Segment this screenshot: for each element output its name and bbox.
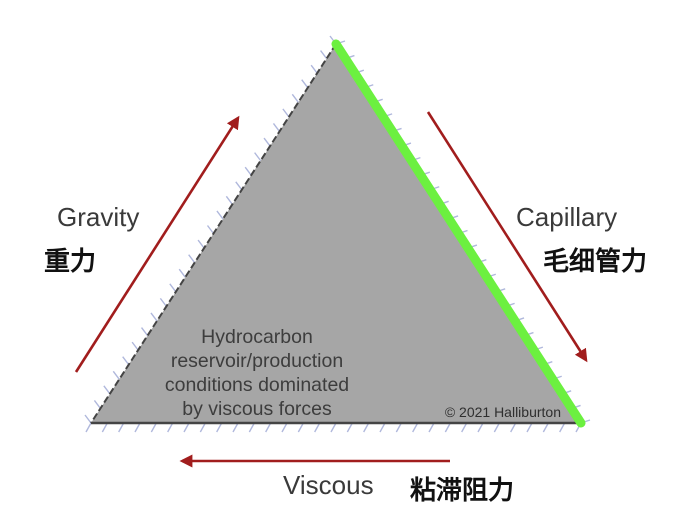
hatch-tick xyxy=(244,166,252,176)
hatch-tick xyxy=(112,370,120,380)
hatch-tick xyxy=(559,422,566,433)
capillary-label-zh: 毛细管力 xyxy=(543,246,647,277)
hatch-tick xyxy=(85,422,92,433)
hatch-tick xyxy=(188,254,196,264)
hatch-tick xyxy=(310,64,318,74)
hatch-tick xyxy=(134,422,141,433)
center-description-line-4: by viscous forces xyxy=(182,398,332,420)
hatch-tick xyxy=(330,422,337,433)
hatch-tick xyxy=(477,422,484,433)
hatch-tick xyxy=(197,239,205,249)
hatch-tick xyxy=(428,422,435,433)
hatch-tick xyxy=(225,195,233,205)
triangle-body xyxy=(91,44,581,423)
hatch-tick xyxy=(346,422,353,433)
hatch-tick xyxy=(301,79,309,89)
hatch-tick xyxy=(206,225,215,234)
hatch-tick xyxy=(101,422,108,433)
hatch-tick xyxy=(542,422,549,433)
hatch-tick xyxy=(272,123,281,132)
hatch-tick xyxy=(167,422,174,433)
capillary-edge-highlight xyxy=(331,39,586,428)
hatch-tick xyxy=(263,137,271,147)
hatch-tick xyxy=(493,422,500,433)
hatch-tick xyxy=(150,312,158,322)
hatch-tick xyxy=(93,400,101,409)
center-description-line-1: Hydrocarbon xyxy=(201,326,313,348)
center-description-line-3: conditions dominated xyxy=(165,374,349,396)
viscous-label: Viscous xyxy=(283,470,374,500)
hatch-tick xyxy=(444,422,451,433)
hatch-tick xyxy=(510,422,517,433)
hatch-tick xyxy=(248,422,255,433)
gravity-arrow xyxy=(74,115,240,373)
hatch-tick xyxy=(461,422,468,433)
gravity-label: Gravity xyxy=(57,202,139,232)
hatch-tick xyxy=(291,93,299,103)
hatch-tick xyxy=(314,422,321,433)
hatch-tick xyxy=(281,422,288,433)
hatch-tick xyxy=(216,422,223,433)
hatch-tick xyxy=(140,327,149,336)
hatch-tick xyxy=(84,414,92,424)
hatch-tick xyxy=(178,268,186,278)
hatch-tick xyxy=(395,422,402,433)
hatch-tick xyxy=(320,50,328,59)
hatch-tick xyxy=(199,422,206,433)
hatch-tick xyxy=(412,422,419,433)
hatch-tick xyxy=(103,385,111,395)
hatch-tick xyxy=(183,422,190,433)
hatch-tick xyxy=(526,422,533,433)
capillary-label: Capillary xyxy=(516,202,617,232)
hatch-tick xyxy=(235,181,243,191)
hatch-tick xyxy=(282,108,290,118)
hatch-tick xyxy=(254,152,262,162)
hatch-tick xyxy=(122,356,130,366)
triangle-left-edge xyxy=(90,43,337,424)
hatch-tick xyxy=(232,422,239,433)
hatch-tick xyxy=(297,422,304,433)
hatch-tick xyxy=(159,297,167,307)
hatch-tick xyxy=(150,422,157,433)
gravity-label-zh: 重力 xyxy=(44,247,96,277)
capillary-arrow xyxy=(426,111,588,363)
hatch-tick xyxy=(131,341,139,351)
hatch-tick xyxy=(216,210,224,220)
hatch-tick xyxy=(265,422,272,433)
viscous-label-zh: 粘滞阻力 xyxy=(410,476,514,506)
copyright-notice: © 2021 Halliburton xyxy=(445,404,561,420)
hatch-tick xyxy=(118,422,125,433)
hatch-tick xyxy=(379,422,386,433)
center-description-line-2: reservoir/production xyxy=(171,350,343,372)
boundary-hatch-marks xyxy=(84,35,591,433)
hatch-tick xyxy=(363,422,370,433)
hatch-tick xyxy=(169,283,177,293)
